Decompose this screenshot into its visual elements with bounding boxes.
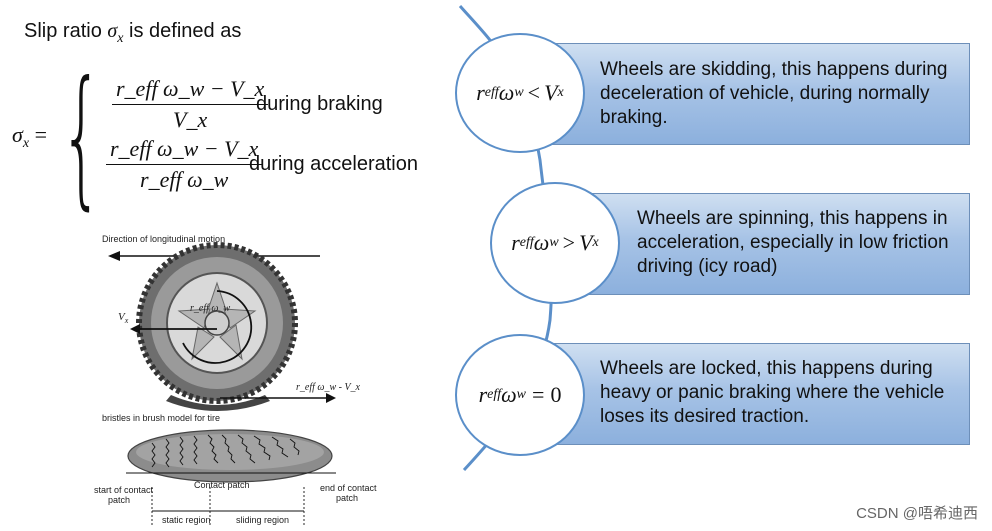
region-markers — [151, 487, 305, 527]
skidding-text: Wheels are skidding, this happens during… — [600, 59, 948, 128]
braking-denominator: V_x — [173, 107, 208, 132]
title-suffix: is defined as — [123, 20, 242, 42]
slip-label: r_eff ω_w - V_x — [296, 382, 361, 393]
spinning-text: Wheels are spinning, this happens in acc… — [637, 208, 949, 277]
title-prefix: Slip ratio — [24, 20, 108, 42]
title-sigma: σ — [107, 20, 118, 42]
start-patch-label-1: start of contact — [94, 485, 154, 495]
vx-arrowhead — [130, 324, 140, 334]
slip-arrowhead — [326, 393, 336, 403]
definition-title: Slip ratio σx is defined as — [24, 20, 241, 47]
spinning-box — [582, 193, 970, 295]
omega-arc — [182, 290, 253, 364]
braking-fraction: r_eff ω_w − V_x V_x — [112, 76, 269, 133]
lhs-equals: = — [34, 122, 47, 147]
omega-label: r_eff ω_w — [190, 303, 230, 314]
start-patch-label-2: patch — [108, 495, 130, 505]
acceleration-denominator: r_eff ω_w — [140, 167, 229, 192]
vx-label: Vx — [118, 311, 129, 325]
tire — [136, 242, 298, 411]
braking-numerator: r_eff ω_w − V_x — [112, 76, 269, 105]
contact-patch-label: Contact patch — [194, 480, 250, 490]
tire-brush-diagram: Direction of longitudinal motion Vx r_ef… — [94, 234, 377, 527]
end-patch-label-2: patch — [336, 493, 358, 503]
end-patch-label-1: end of contact — [320, 483, 377, 493]
title-sigma-sub: x — [117, 31, 124, 46]
locked-box — [548, 343, 970, 445]
static-region-label: static region — [162, 515, 211, 525]
lhs-sigma: σ — [12, 122, 23, 147]
skidding-box — [548, 43, 970, 145]
acceleration-fraction: r_eff ω_w − V_x r_eff ω_w — [106, 136, 263, 193]
sliding-region-label: sliding region — [236, 515, 289, 525]
direction-arrowhead — [108, 251, 120, 261]
contact-patch — [126, 429, 336, 483]
direction-label: Direction of longitudinal motion — [102, 234, 225, 244]
lhs-sub: x — [22, 136, 30, 151]
bristles-label: bristles in brush model for tire — [102, 413, 220, 423]
acceleration-numerator: r_eff ω_w − V_x — [106, 136, 263, 165]
sigma-lhs: σx = — [12, 122, 47, 152]
braking-label: during braking — [256, 93, 383, 115]
locked-text: Wheels are locked, this happens during h… — [600, 358, 945, 427]
left-brace: { — [60, 50, 103, 224]
watermark: CSDN @唔希迪西 — [856, 505, 978, 522]
acceleration-label: during acceleration — [249, 153, 418, 175]
